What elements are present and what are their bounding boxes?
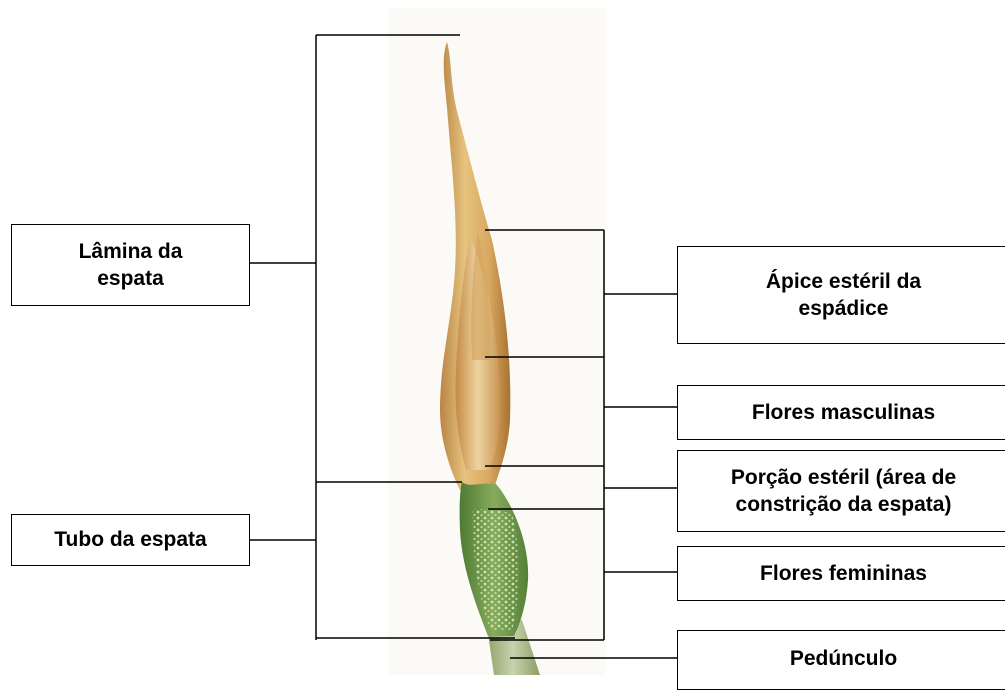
label-porcao-esteril: Porção estéril (área de constrição da es…	[677, 450, 1005, 532]
label-text: Ápice estéril da espádice	[766, 268, 921, 323]
label-tubo-da-espata: Tubo da espata	[11, 514, 250, 566]
label-text: Flores masculinas	[752, 399, 935, 426]
label-flores-femininas: Flores femininas	[677, 546, 1005, 601]
label-text: Lâmina da espata	[79, 238, 183, 293]
label-text: Porção estéril (área de constrição da es…	[731, 464, 956, 519]
label-text: Flores femininas	[760, 560, 927, 587]
label-apice-esteril: Ápice estéril da espádice	[677, 246, 1005, 344]
label-text: Pedúnculo	[790, 645, 897, 672]
label-pedunculo: Pedúnculo	[677, 630, 1005, 690]
label-text: Tubo da espata	[54, 526, 206, 553]
label-flores-masculinas: Flores masculinas	[677, 385, 1005, 440]
label-lamina-da-espata: Lâmina da espata	[11, 224, 250, 306]
